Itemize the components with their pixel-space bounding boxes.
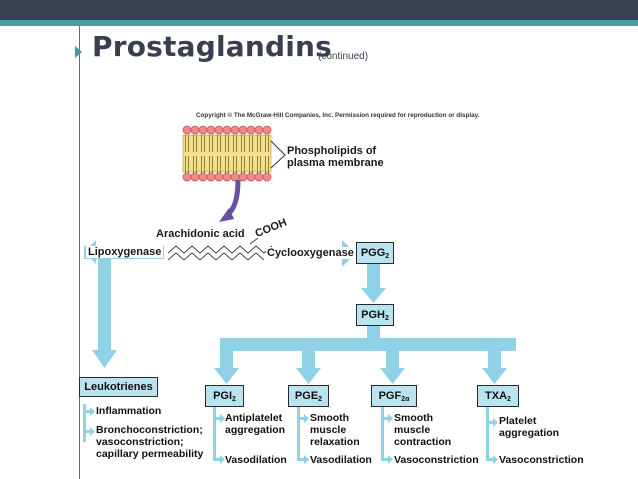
accent-bar (0, 20, 638, 26)
cyclooxygenase-label: Cyclooxygenase (266, 247, 355, 259)
pgf2a-effect-1-line3: contraction (394, 436, 452, 448)
slide-title: Prostaglandins (92, 30, 333, 63)
copyright-notice: Copyright © The McGraw-Hill Companies, I… (196, 112, 480, 119)
leukotrienes-effect-2-line1: Bronchoconstriction; (96, 424, 203, 436)
pgi2-effect-1-line1: Antiplatelet (225, 412, 283, 424)
pge2-effect-2: Vasodilation (310, 454, 372, 466)
title-marker-icon (75, 46, 82, 58)
pge2-effect-1-line2: muscle (310, 424, 347, 436)
membrane-label-line1: Phospholipids of (287, 145, 377, 157)
pge2-effect-1-line1: Smooth (310, 412, 350, 424)
pge2-effect-1-line3: relaxation (310, 436, 360, 448)
left-rule (79, 26, 80, 479)
txa2-effect-2: Vasoconstriction (499, 454, 584, 466)
txa2-effect-1-line1: Platelet (499, 415, 537, 427)
phospholipid-bilayer-icon (182, 125, 272, 182)
lipoxygenase-label: Lipoxygenase (86, 246, 164, 258)
pgi2-effect-2: Vasodilation (225, 454, 287, 466)
leukotrienes-effect-2-line2: vasoconstriction; (96, 436, 184, 448)
leukotrienes-box: Leukotrienes (79, 377, 158, 397)
top-bar (0, 0, 638, 20)
slide-subtitle: (continued) (318, 51, 369, 62)
pgi2-effect-1-line2: aggregation (225, 424, 286, 436)
leukotrienes-effect-1: Inflammation (96, 405, 162, 417)
pgf2a-effect-1-line1: Smooth (394, 412, 434, 424)
membrane-label-line2: plasma membrane (287, 157, 384, 169)
leukotrienes-effect-2-line3: capillary permeability (96, 448, 204, 460)
arachidonic-acid-chain (167, 245, 273, 254)
txa2-effect-1-line2: aggregation (499, 427, 560, 439)
pgf2a-effect-2: Vasoconstriction (394, 454, 479, 466)
pgf2a-effect-1-line2: muscle (394, 424, 431, 436)
arachidonic-acid-label: Arachidonic acid (156, 228, 245, 240)
